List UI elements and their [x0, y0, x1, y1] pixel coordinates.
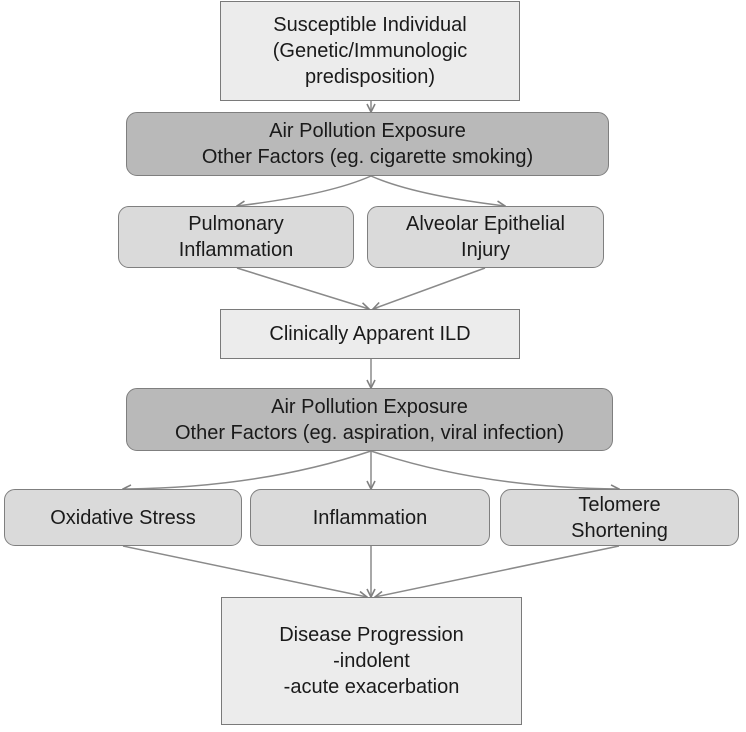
node-pulmonary-inflammation: Pulmonary Inflammation [118, 206, 354, 268]
node-text-line: Susceptible Individual [273, 14, 467, 36]
node-text-line: Air Pollution Exposure [271, 395, 468, 418]
arrow-pulmonary-inflammation-to-clinical-ild [236, 267, 369, 309]
node-susceptible-individual: Susceptible Individual (Genetic/Immunolo… [220, 1, 520, 101]
node-alveolar-epithelial-injury: Alveolar Epithelial Injury [367, 206, 604, 268]
node-text-line: Alveolar Epithelial [406, 213, 565, 235]
node-clinically-apparent-ild: Clinically Apparent ILD [220, 309, 520, 359]
arrow-telomere-to-progression [375, 545, 620, 597]
node-text-line: Shortening [571, 519, 668, 542]
node-text-line: Disease Progression [279, 624, 464, 646]
node-text-line: Telomere [578, 493, 661, 516]
node-text-line: (Genetic/Immunologic [272, 40, 468, 62]
node-text-line: Air Pollution Exposure [269, 120, 466, 142]
node-inflammation: Inflammation [250, 489, 490, 546]
arrow-exposure-1-to-alveolar-injury [370, 175, 505, 206]
arrow-oxidative-stress-to-progression [122, 545, 367, 597]
node-text-line: Clinically Apparent ILD [269, 323, 471, 345]
node-text-line: -indolent [333, 650, 410, 672]
node-air-pollution-exposure-2: Air Pollution Exposure Other Factors (eg… [126, 388, 613, 451]
node-text-line: Other Factors (eg. aspiration, viral inf… [174, 421, 565, 444]
node-telomere-shortening: Telomere Shortening [500, 489, 739, 546]
arrow-exposure-2-to-telomere [370, 450, 619, 489]
node-text-line: Inflammation [178, 239, 294, 261]
arrow-alveolar-injury-to-clinical-ild [373, 267, 486, 309]
node-text-line: Injury [461, 239, 510, 261]
node-air-pollution-exposure-1: Air Pollution Exposure Other Factors (eg… [126, 112, 609, 176]
arrow-exposure-1-to-pulmonary-inflammation [237, 175, 372, 206]
node-oxidative-stress: Oxidative Stress [4, 489, 242, 546]
node-text-line: Pulmonary [188, 213, 284, 235]
node-disease-progression: Disease Progression -indolent -acute exa… [221, 597, 522, 725]
node-text-line: predisposition) [304, 66, 436, 88]
node-text-line: Inflammation [312, 506, 428, 529]
node-text-line: -acute exacerbation [283, 676, 460, 698]
node-text-line: Other Factors (eg. cigarette smoking) [201, 146, 534, 168]
node-text-line: Oxidative Stress [50, 506, 196, 529]
arrow-exposure-2-to-oxidative-stress [123, 450, 372, 489]
